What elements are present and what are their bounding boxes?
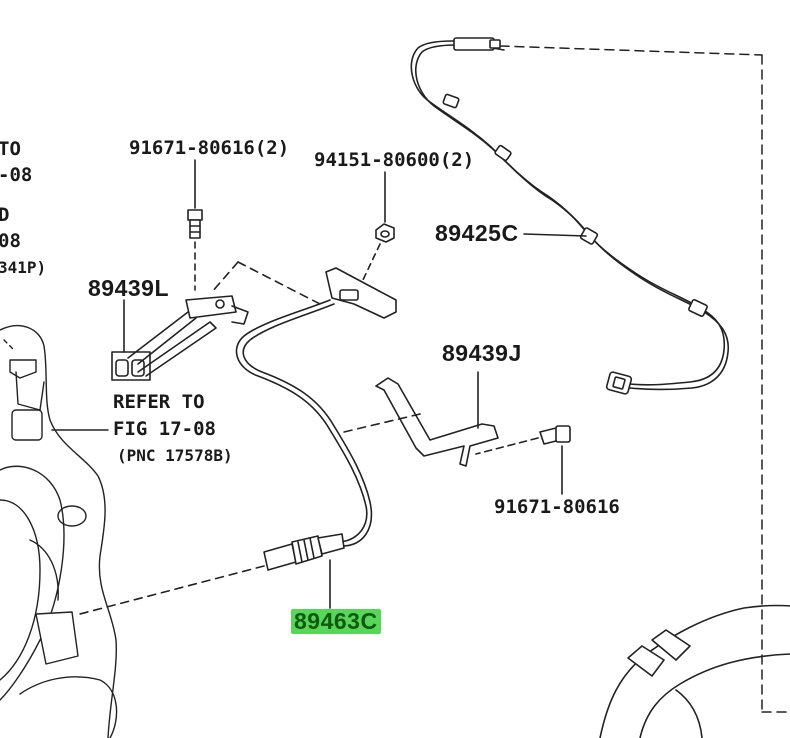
ref-b-line2: 08 — [0, 230, 21, 252]
oxygen-sensor-89463c — [235, 267, 397, 609]
sensor-89439l — [111, 295, 249, 381]
ref-a-line2: -08 — [0, 164, 33, 186]
ref-b-line1: D — [0, 204, 10, 226]
wire-harness-89425c — [410, 37, 729, 395]
ref-a-line1: TO — [0, 138, 21, 160]
label-bolt-lower[interactable]: 91671-80616 — [494, 496, 620, 518]
refer-line2[interactable]: FIG 17-08 — [113, 418, 216, 440]
exhaust-pipe — [599, 604, 790, 738]
bracket-89439j — [375, 371, 499, 467]
label-wire-89425c[interactable]: 89425C — [435, 220, 519, 246]
nut-upper — [361, 171, 395, 283]
label-bracket-89439j[interactable]: 89439J — [442, 340, 522, 366]
dashed-boundary — [499, 45, 790, 713]
label-oxygen-sensor-89463c[interactable]: 89463C — [291, 609, 381, 634]
bolt-lower — [475, 425, 571, 495]
label-bolt-upper[interactable]: 91671-80616(2) — [129, 137, 290, 159]
refer-line3: (PNC 17578B) — [117, 446, 233, 465]
label-sensor-89439l[interactable]: 89439L — [88, 275, 170, 301]
label-nut-upper[interactable]: 94151-80600(2) — [314, 149, 475, 171]
leader-89425c — [523, 233, 587, 237]
ref-b-line3: 341P) — [0, 258, 47, 277]
engine-block-left — [0, 325, 118, 738]
bolt-upper — [187, 159, 203, 291]
refer-line1[interactable]: REFER TO — [113, 391, 205, 413]
